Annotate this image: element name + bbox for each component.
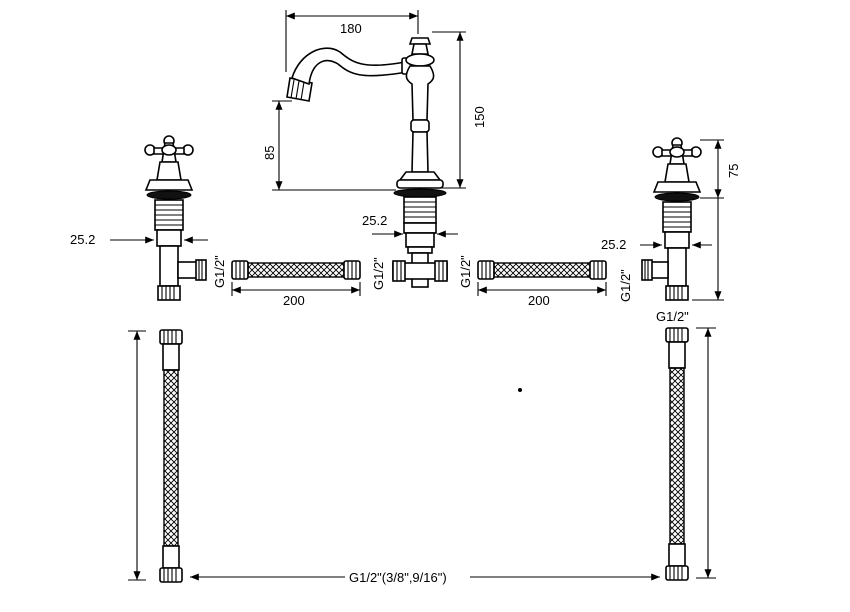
right-shank-label: 25.2 <box>601 237 626 252</box>
right-short-hose <box>477 260 607 280</box>
right-supply-hose-dimension <box>696 327 716 579</box>
handle-height-label: 75 <box>726 164 741 178</box>
left-valve-thread-label: G1/2" <box>212 255 227 288</box>
right-valve-assembly <box>641 137 702 301</box>
left-shank-dimension: 25.2 <box>70 232 208 247</box>
right-shank-dimension: 25.2 <box>601 237 712 252</box>
stray-dot <box>518 388 522 392</box>
left-shank-label: 25.2 <box>70 232 95 247</box>
right-hose-length-dimension: 200 <box>477 282 607 308</box>
right-supply-hose <box>665 327 689 581</box>
center-left-thread-label: G1/2" <box>371 257 386 290</box>
left-hose-length-label: 200 <box>283 293 305 308</box>
right-valve-bottom-thread-label: G1/2" <box>656 309 689 324</box>
center-shank-label: 25.2 <box>362 213 387 228</box>
center-right-thread-label: G1/2" <box>458 255 473 288</box>
left-supply-hose-dimension <box>128 330 146 581</box>
center-shank-dimension: 25.2 <box>362 213 458 238</box>
spout-height-dimension: 150 <box>432 31 487 189</box>
spout-assembly <box>286 37 448 288</box>
left-hose-length-dimension: 200 <box>231 282 361 308</box>
supply-hose-connection-callout: G1/2"(3/8",9/16") <box>190 570 660 585</box>
left-supply-hose <box>159 329 183 583</box>
spout-reach-dimension: 180 <box>285 10 419 72</box>
spout-clearance-dimension: 85 <box>262 100 396 191</box>
right-valve-side-thread-label: G1/2" <box>618 269 633 302</box>
spout-reach-label: 180 <box>340 21 362 36</box>
right-hose-length-label: 200 <box>528 293 550 308</box>
left-valve-assembly <box>144 135 207 301</box>
supply-hose-connection-label: G1/2"(3/8",9/16") <box>349 570 447 585</box>
left-short-hose <box>231 260 361 280</box>
handle-height-dimension: 75 <box>692 139 741 301</box>
spout-clearance-label: 85 <box>262 146 277 160</box>
spout-height-label: 150 <box>472 106 487 128</box>
